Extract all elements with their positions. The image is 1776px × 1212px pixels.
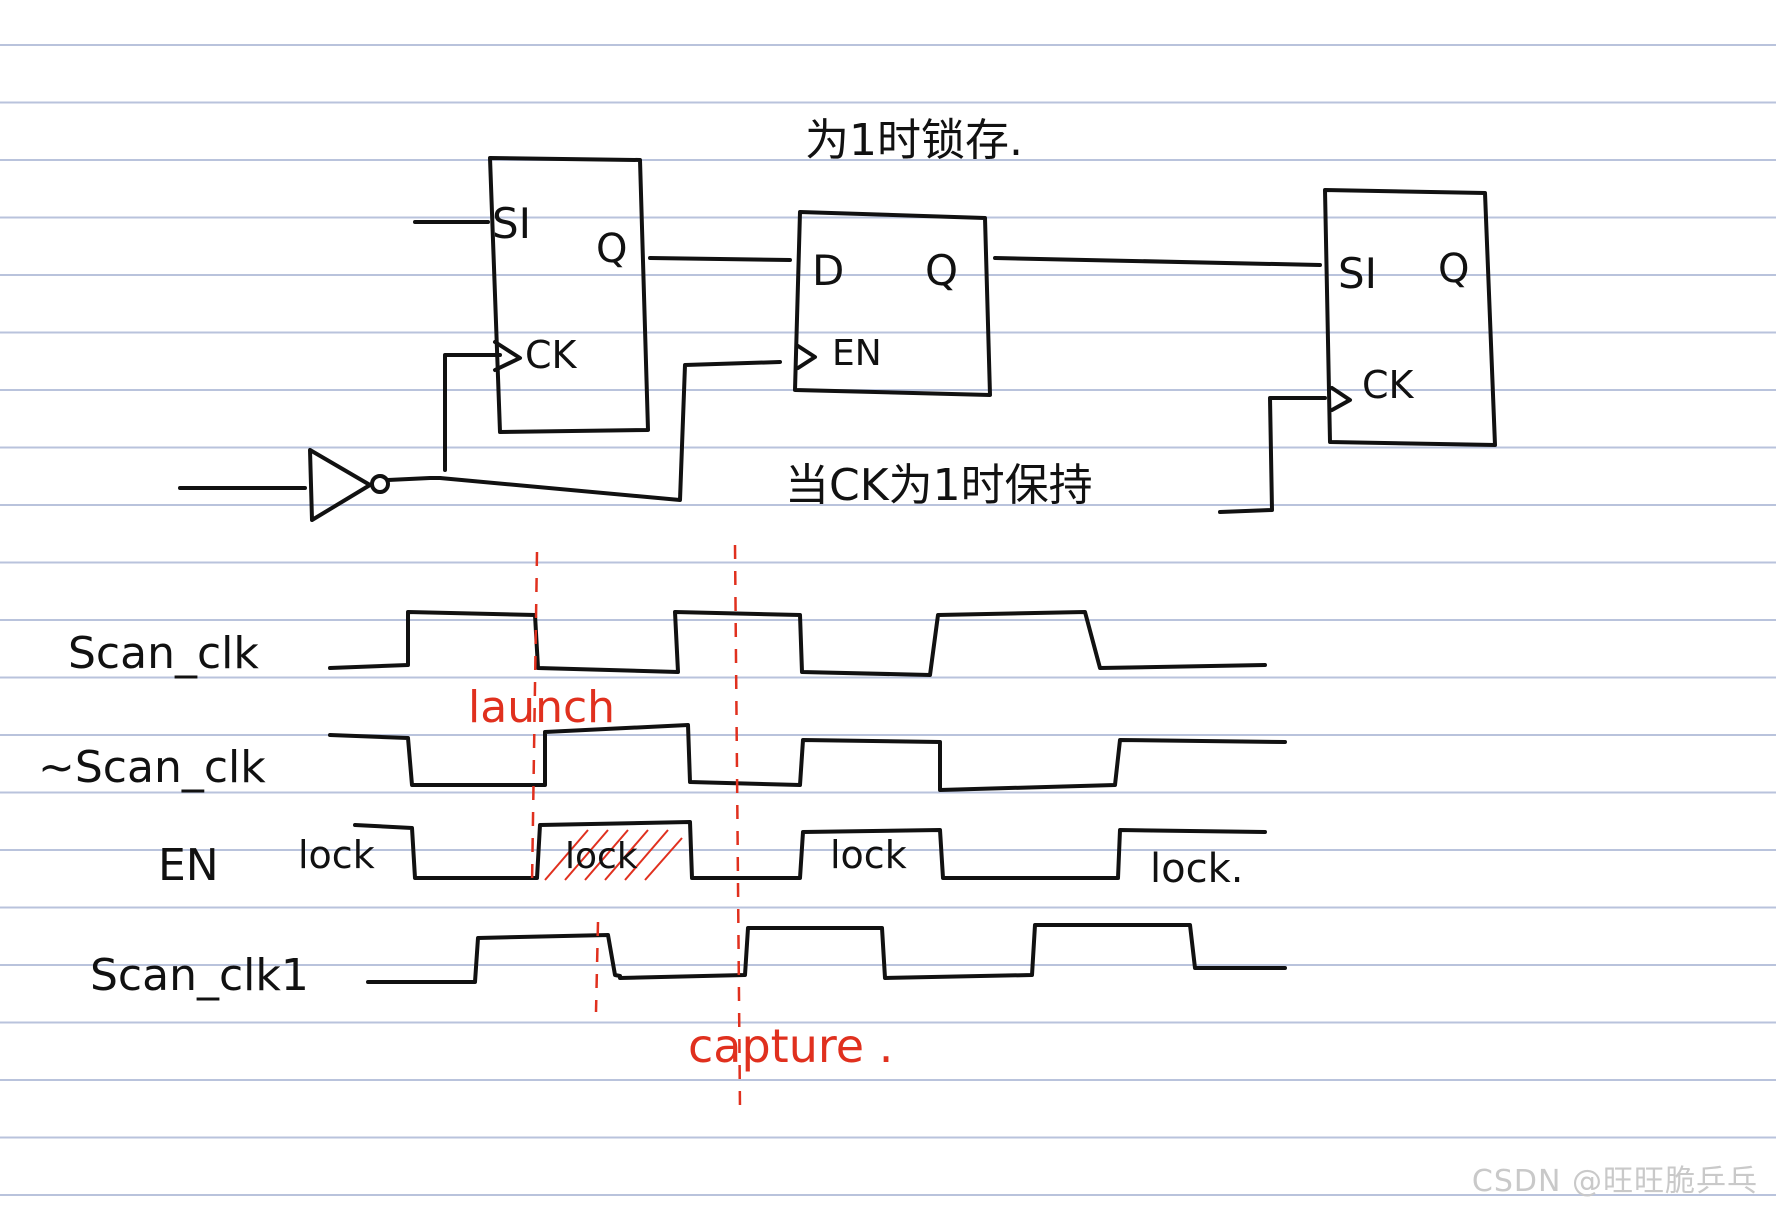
en-hatch-region [544,829,683,881]
capture-annotation: capture . [688,1019,893,1073]
launch-marker-line [530,551,539,886]
lock-label-3: lock [830,833,907,877]
left-flop: SI Q CK [413,156,650,434]
left-flop-si-label: SI [492,199,531,248]
waveform-scan-clk [328,610,1267,677]
latch-d-label: D [812,246,844,295]
ruled-lines [0,44,1776,1196]
latch-q-label: Q [925,246,958,295]
hold-note: 当CK为1时保持 [785,460,1093,511]
launch-annotation: launch [468,682,615,733]
right-flop-si-label: SI [1338,249,1377,298]
signal-name-en: EN [158,840,219,891]
circuit-schematic: SI Q CK D Q EN SI Q CK 为1时锁存. 当CK为1时保 [178,115,1497,522]
wire-latch-q-to-right-si [993,256,1322,267]
waveform-nscan-clk [328,723,1287,792]
right-flop-q-label: Q [1438,246,1469,292]
wire-inv-to-latch-en [438,360,782,502]
right-flop-ck-label: CK [1362,363,1415,407]
waveform-en [353,820,1267,880]
waveform-scan-clk1 [366,923,1287,984]
latch-en-label: EN [832,333,882,374]
lock-label-1: lock [298,833,375,877]
latch-title-note: 为1时锁存. [805,115,1023,166]
left-flop-q-label: Q [596,226,627,272]
lock-label-2: lock [565,836,638,877]
signal-name-scan-clk1: Scan_clk1 [90,950,309,1001]
signal-name-scan-clk: Scan_clk [68,628,259,679]
latch: D Q EN [793,210,992,397]
right-flop: SI Q CK [1218,188,1497,514]
lock-label-4: lock. [1150,846,1243,892]
signal-name-nscan-clk: ~Scan_clk [38,742,266,793]
timing-diagram: Scan_clk ~Scan_clk EN Scan_clk1 lock loc… [38,544,1287,1111]
wire-q-to-latch-d [648,256,792,262]
inverter [178,448,442,522]
capture-marker-line [733,544,742,1111]
left-flop-ck-label: CK [525,333,578,377]
wire-inv-to-left-ck [443,353,502,472]
watermark: CSDN @旺旺脆乒乓 [1471,1164,1758,1199]
